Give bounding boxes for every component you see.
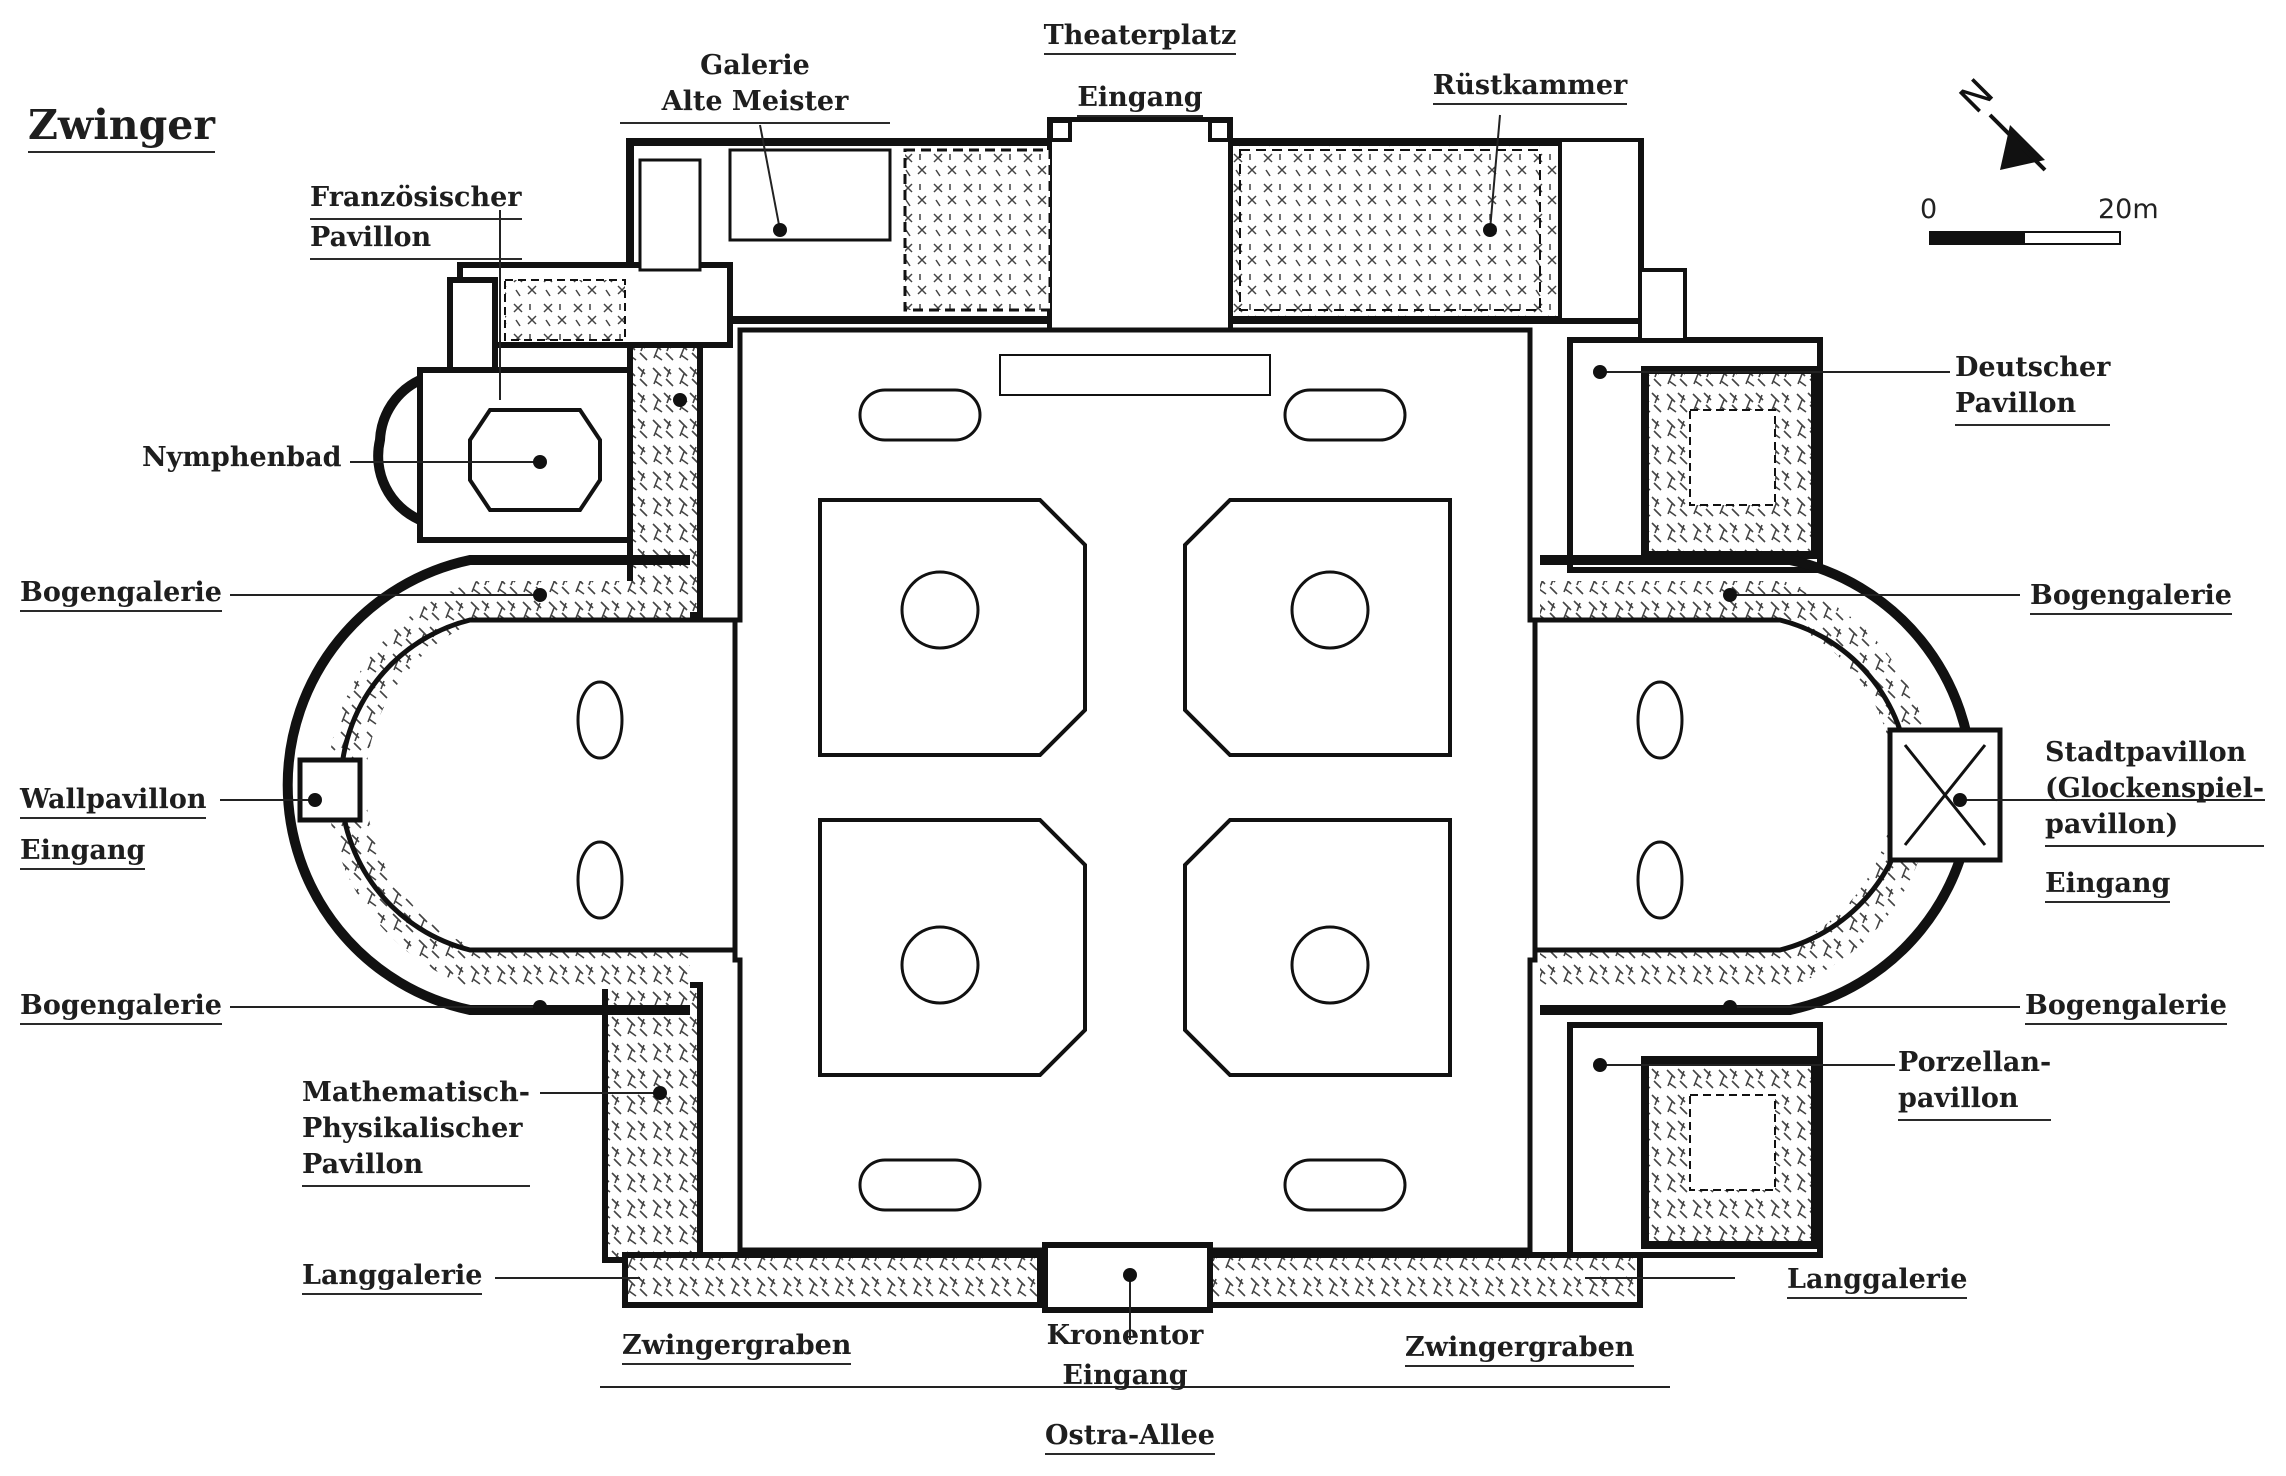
- label-stadtpavillon: Stadtpavillon(Glockenspiel-pavillon): [2045, 735, 2265, 847]
- label-nymphenbad: Nymphenbad: [142, 442, 342, 473]
- leader-dots: [308, 223, 1967, 1282]
- math-phys-pavillon: [602, 982, 703, 1263]
- nymphenbad-area: [373, 277, 703, 618]
- label-wallpavillon: Wallpavillon: [20, 782, 207, 819]
- label-bogengalerie-lower-left: Bogengalerie: [20, 988, 222, 1025]
- courtyard: [576, 327, 1684, 1253]
- label-zwingergraben-left: Zwingergraben: [622, 1328, 852, 1365]
- north-arrow-icon: [1988, 113, 2047, 172]
- right-arcs: [1520, 555, 2003, 1015]
- left-arcs: [282, 555, 740, 1015]
- scale-end: 20m: [2098, 194, 2159, 225]
- label-ruestkammer: Rüstkammer: [1420, 68, 1640, 105]
- upper-wing: [457, 117, 1644, 353]
- label-porzellanpavillon: Porzellan-pavillon: [1898, 1045, 2052, 1121]
- label-ostra-allee: Ostra-Allee: [1000, 1418, 1260, 1455]
- label-theaterplatz: Theaterplatz: [1030, 18, 1250, 55]
- label-zwingergraben-right: Zwingergraben: [1405, 1330, 1635, 1367]
- langgalerie: [622, 1242, 1643, 1313]
- label-langgalerie-right: Langgalerie: [1787, 1262, 1968, 1299]
- scale-start: 0: [1920, 194, 1938, 225]
- deutscher-pavillon: [1567, 268, 1823, 573]
- porzellanpavillon: [1567, 1022, 1823, 1258]
- scale-bar: [1929, 231, 2121, 245]
- leader-lines: [220, 114, 2265, 1388]
- label-langgalerie-left: Langgalerie: [302, 1258, 483, 1295]
- label-eingang-left: Eingang: [20, 833, 146, 870]
- label-eingang-top: Eingang: [1040, 80, 1240, 117]
- label-eingang-right: Eingang: [2045, 866, 2171, 903]
- label-bogengalerie-lower-right: Bogengalerie: [2025, 988, 2227, 1025]
- north-letter: N: [1951, 70, 2002, 121]
- label-eingang-bottom: Eingang: [1062, 1360, 1188, 1391]
- label-bogengalerie-upper-left: Bogengalerie: [20, 575, 222, 612]
- map-title: Zwinger: [28, 100, 215, 153]
- label-kronentor: Kronentor: [1046, 1320, 1204, 1351]
- label-bogengalerie-upper-right: Bogengalerie: [2030, 578, 2232, 615]
